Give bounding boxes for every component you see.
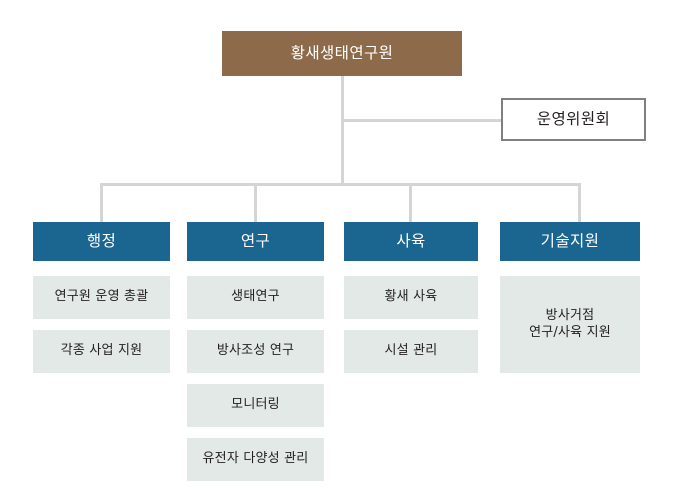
connector-drop-department-1 xyxy=(100,183,103,222)
connector-department-bus xyxy=(101,183,581,186)
department-item-1-2[interactable]: 각종 사업 지원 xyxy=(33,330,170,373)
connector-committee-branch xyxy=(341,119,502,122)
department-item-3-2[interactable]: 시설 관리 xyxy=(344,330,478,373)
connector-drop-department-2 xyxy=(254,183,257,222)
root-node-institute[interactable]: 황새생태연구원 xyxy=(222,31,462,76)
department-item-2-4[interactable]: 유전자 다양성 관리 xyxy=(187,438,324,481)
connector-drop-department-4 xyxy=(578,183,581,222)
department-item-2-2[interactable]: 방사조성 연구 xyxy=(187,330,324,373)
department-item-2-3[interactable]: 모니터링 xyxy=(187,384,324,427)
department-item-3-1[interactable]: 황새 사육 xyxy=(344,276,478,319)
department-header-4[interactable]: 기술지원 xyxy=(500,222,640,261)
connector-root-stem xyxy=(341,76,344,185)
connector-drop-department-3 xyxy=(409,183,412,222)
department-item-1-1[interactable]: 연구원 운영 총괄 xyxy=(33,276,170,319)
department-header-3[interactable]: 사육 xyxy=(344,222,478,261)
department-header-2[interactable]: 연구 xyxy=(187,222,324,261)
node-steering-committee[interactable]: 운영위원회 xyxy=(501,98,646,141)
department-item-2-1[interactable]: 생태연구 xyxy=(187,276,324,319)
department-header-1[interactable]: 행정 xyxy=(33,222,170,261)
